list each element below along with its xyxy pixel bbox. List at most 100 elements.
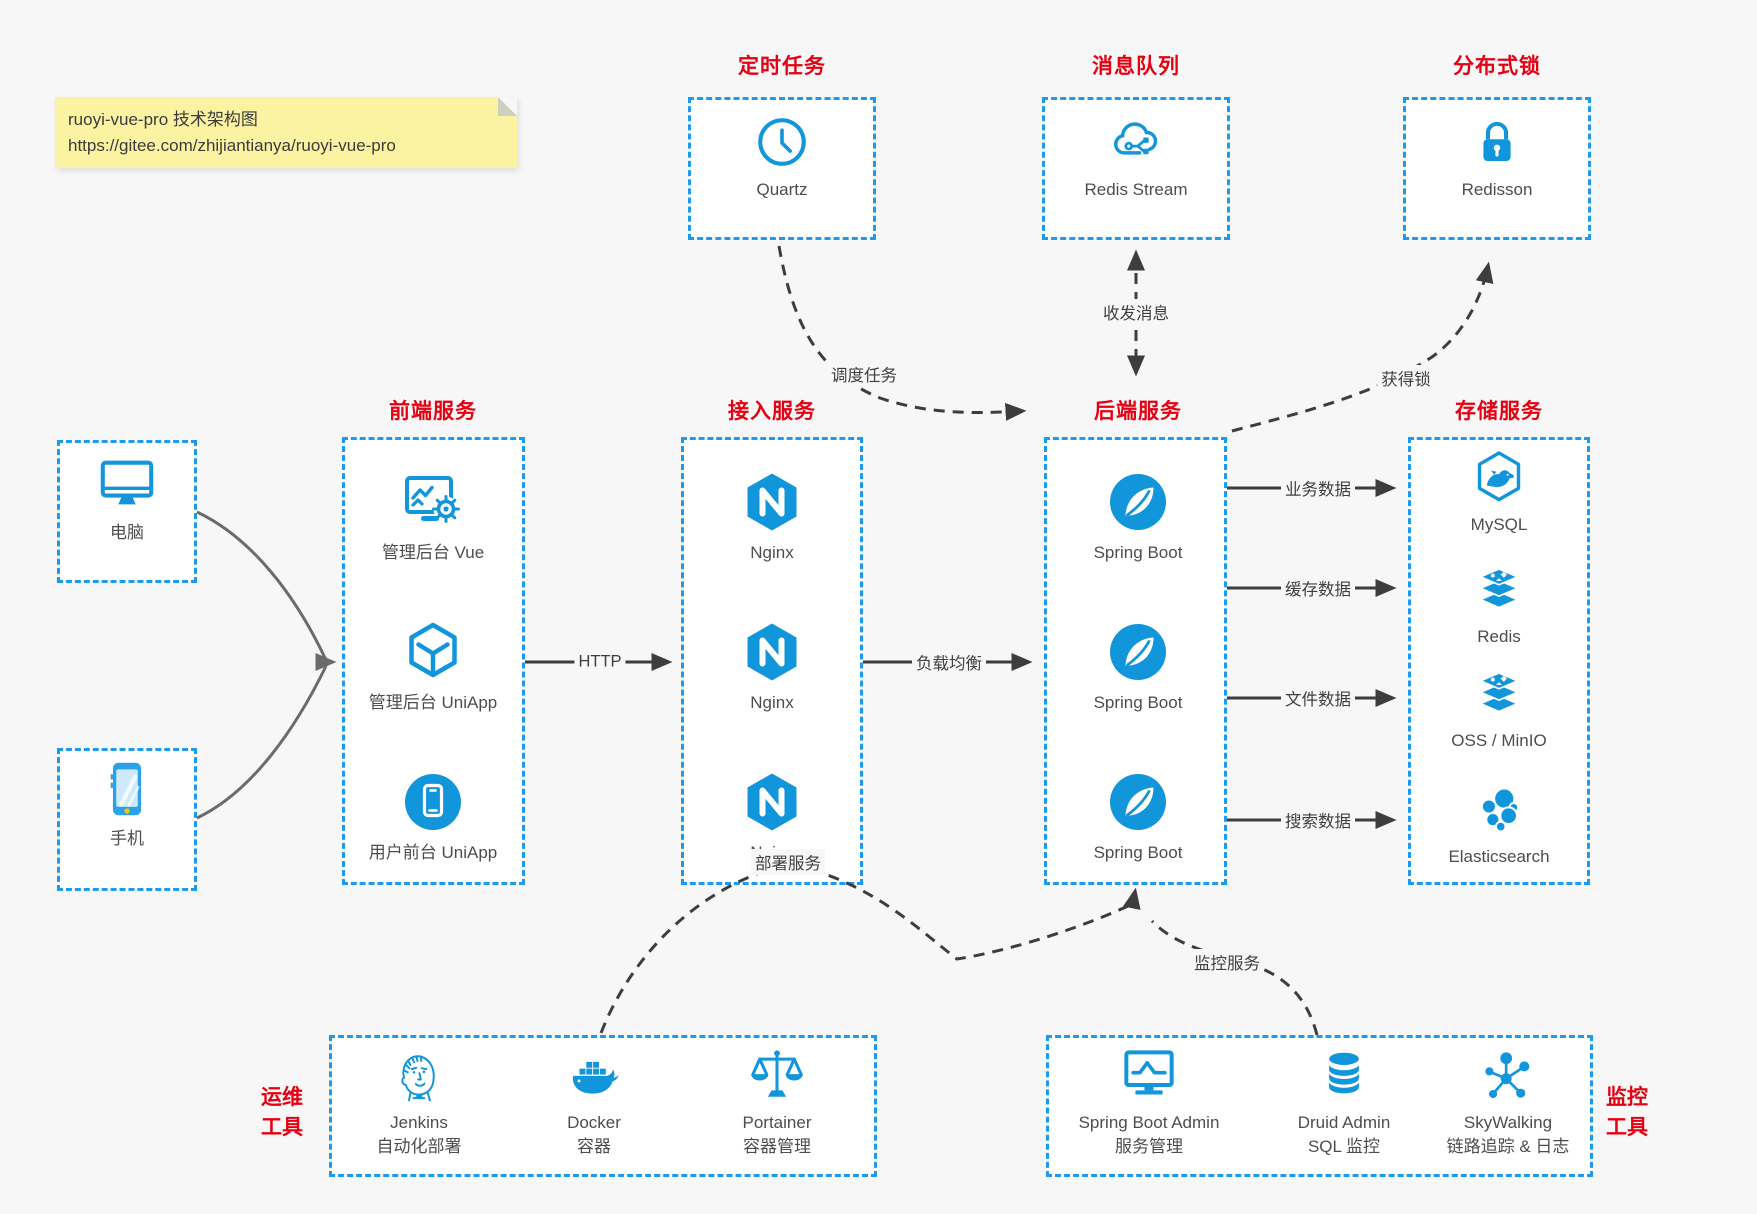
title-message-queue: 消息队列 [1092,55,1180,78]
jenkins-icon [401,1055,435,1102]
node-spring-boot-2: Spring Boot [1046,620,1230,714]
panel-message-queue [1042,97,1230,240]
admin-vue-icon [405,476,460,523]
desktop-icon [100,460,154,505]
node-nginx-2: Nginx [680,620,864,714]
node-label: Spring Boot [1093,843,1183,862]
node-desc: SQL 监控 [1307,1137,1381,1156]
node-redis-stream: Redis Stream [1044,113,1228,201]
title-storage-services: 存储服务 [1455,400,1543,423]
node-label: Redis Stream [1084,180,1188,199]
node-label: Docker [567,1113,621,1132]
node-label: Spring Boot [1093,543,1183,562]
note-title: ruoyi-vue-pro 技术架构图 [68,110,258,129]
redis-stack-icon [1479,568,1519,609]
panel-mobile-client [57,748,197,891]
portainer-icon [751,1050,803,1097]
edge-label-monitor-service: 监控服务 [1190,949,1264,975]
node-label: 手机 [110,829,144,848]
node-druid-admin: Druid Admin SQL 监控 [1234,1046,1454,1158]
node-label: Redis [1477,627,1521,646]
title-gateway-services: 接入服务 [728,400,816,423]
node-label: Elasticsearch [1448,847,1550,866]
node-jenkins: Jenkins 自动化部署 [319,1046,519,1158]
edge-deploy-service [599,862,1141,1034]
spring-boot-icon [1110,774,1166,830]
mobile-app-icon [405,774,461,830]
node-label: Druid Admin [1297,1113,1391,1132]
node-mysql: MySQL [1407,448,1591,536]
elasticsearch-icon [1480,787,1520,833]
edge-label-acquire-lock: 获得锁 [1377,365,1435,391]
node-quartz: Quartz [690,113,874,201]
node-spring-boot-3: Spring Boot [1046,770,1230,864]
node-skywalking: SkyWalking 链路追踪 & 日志 [1398,1046,1618,1158]
node-label: Spring Boot Admin [1078,1113,1220,1132]
node-label: Portainer [742,1113,812,1132]
node-label: SkyWalking [1463,1113,1553,1132]
node-desc: 容器 [577,1137,611,1156]
edge-label-send-receive-message: 收发消息 [1099,299,1173,325]
edge-label-cache-data: 缓存数据 [1281,575,1355,601]
node-oss-minio: OSS / MinIO [1407,666,1591,752]
edge-monitor-service [1150,919,1319,1036]
title-backend-services: 后端服务 [1094,400,1182,423]
title-ops-tools: 运维 工具 [261,1086,303,1139]
storage-stack-icon [1479,672,1519,713]
nginx-icon [747,623,797,681]
spring-boot-icon [1110,474,1166,530]
edge-label-search-data: 搜索数据 [1281,807,1355,833]
node-spring-boot-admin: Spring Boot Admin 服务管理 [1039,1046,1259,1158]
node-label: OSS / MinIO [1451,731,1547,750]
nginx-icon [747,473,797,531]
edge-label-deploy-service: 部署服务 [751,849,825,875]
node-label: Quartz [756,180,808,199]
node-redis: Redis [1407,562,1591,648]
uniapp-cube-icon [409,622,457,678]
edge-phone-to-frontend [196,665,328,820]
node-label: 用户前台 UniApp [368,843,498,862]
title-frontend-services: 前端服务 [389,400,477,423]
node-desc: 自动化部署 [376,1137,462,1156]
nginx-icon [747,773,797,831]
node-phone: 手机 [57,758,197,850]
node-label: MySQL [1470,515,1528,534]
node-portainer: Portainer 容器管理 [677,1046,877,1158]
smartphone-icon [110,762,142,816]
edge-schedule-job [777,245,1027,421]
node-admin-vue: 管理后台 Vue [341,470,525,564]
spring-boot-icon [1110,624,1166,680]
node-elasticsearch: Elasticsearch [1407,782,1591,868]
sba-monitor-icon [1124,1050,1174,1095]
edge-label-http: HTTP [574,651,626,673]
node-redisson: Redisson [1405,113,1589,201]
node-spring-boot-1: Spring Boot [1046,470,1230,564]
node-desc: 链路追踪 & 日志 [1446,1137,1570,1156]
lock-icon [1483,121,1511,162]
node-label: 管理后台 UniApp [368,693,498,712]
node-docker: Docker 容器 [494,1046,694,1158]
node-pc: 电脑 [57,452,197,544]
node-desc: 服务管理 [1115,1137,1183,1156]
druid-db-icon [1329,1052,1359,1094]
node-label: Nginx [750,543,794,562]
title-distributed-lock: 分布式锁 [1453,55,1541,78]
node-desc: 容器管理 [743,1137,811,1156]
title-monitor-tools: 监控 工具 [1606,1086,1648,1139]
skywalking-icon [1485,1052,1530,1099]
clock-icon [758,118,806,166]
node-label: Nginx [750,693,794,712]
node-label: Spring Boot [1093,693,1183,712]
note-url: https://gitee.com/zhijiantianya/ruoyi-vu… [68,136,396,155]
edge-label-schedule-job: 调度任务 [827,361,901,387]
docker-icon [572,1061,619,1094]
panel-storage [1408,437,1590,885]
node-label: 电脑 [110,523,144,542]
edge-pc-to-frontend [196,510,328,661]
edge-acquire-lock [1231,261,1494,433]
node-nginx-1: Nginx [680,470,864,564]
cloud-stream-icon [1114,122,1158,155]
panel-distributed-lock [1403,97,1591,240]
panel-pc-client [57,440,197,583]
